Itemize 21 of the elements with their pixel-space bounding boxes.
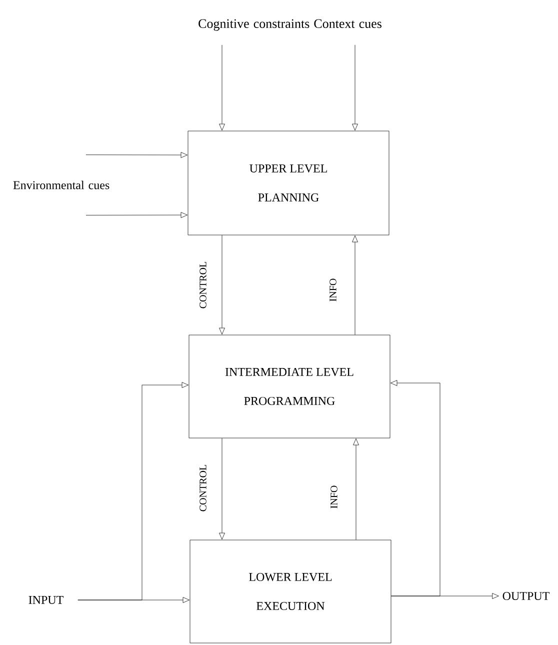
arrow xyxy=(86,152,188,158)
input-label: INPUT xyxy=(28,596,64,604)
arrow xyxy=(219,235,225,334)
level-box: INTERMEDIATE LEVEL PROGRAMMING xyxy=(188,334,390,438)
arrow xyxy=(86,212,188,218)
edge-label: INFO xyxy=(330,484,338,510)
arrow xyxy=(390,380,440,596)
arrow xyxy=(352,236,358,335)
side-label: Environmental cues xyxy=(13,180,110,190)
level-box: LOWER LEVEL EXECUTION xyxy=(190,540,392,644)
edge-label: CONTROL xyxy=(198,463,208,513)
arrow xyxy=(219,438,225,540)
level-box: UPPER LEVEL PLANNING xyxy=(188,130,390,236)
edge-label: CONTROL xyxy=(198,260,208,310)
edge-label: INFO xyxy=(328,277,338,303)
arrow xyxy=(353,438,359,540)
arrow xyxy=(219,44,225,130)
heading-text: Cognitive constraints Context cues xyxy=(198,19,382,31)
arrow xyxy=(352,44,358,130)
output-label: OUTPUT xyxy=(502,592,550,600)
arrow xyxy=(78,382,188,600)
